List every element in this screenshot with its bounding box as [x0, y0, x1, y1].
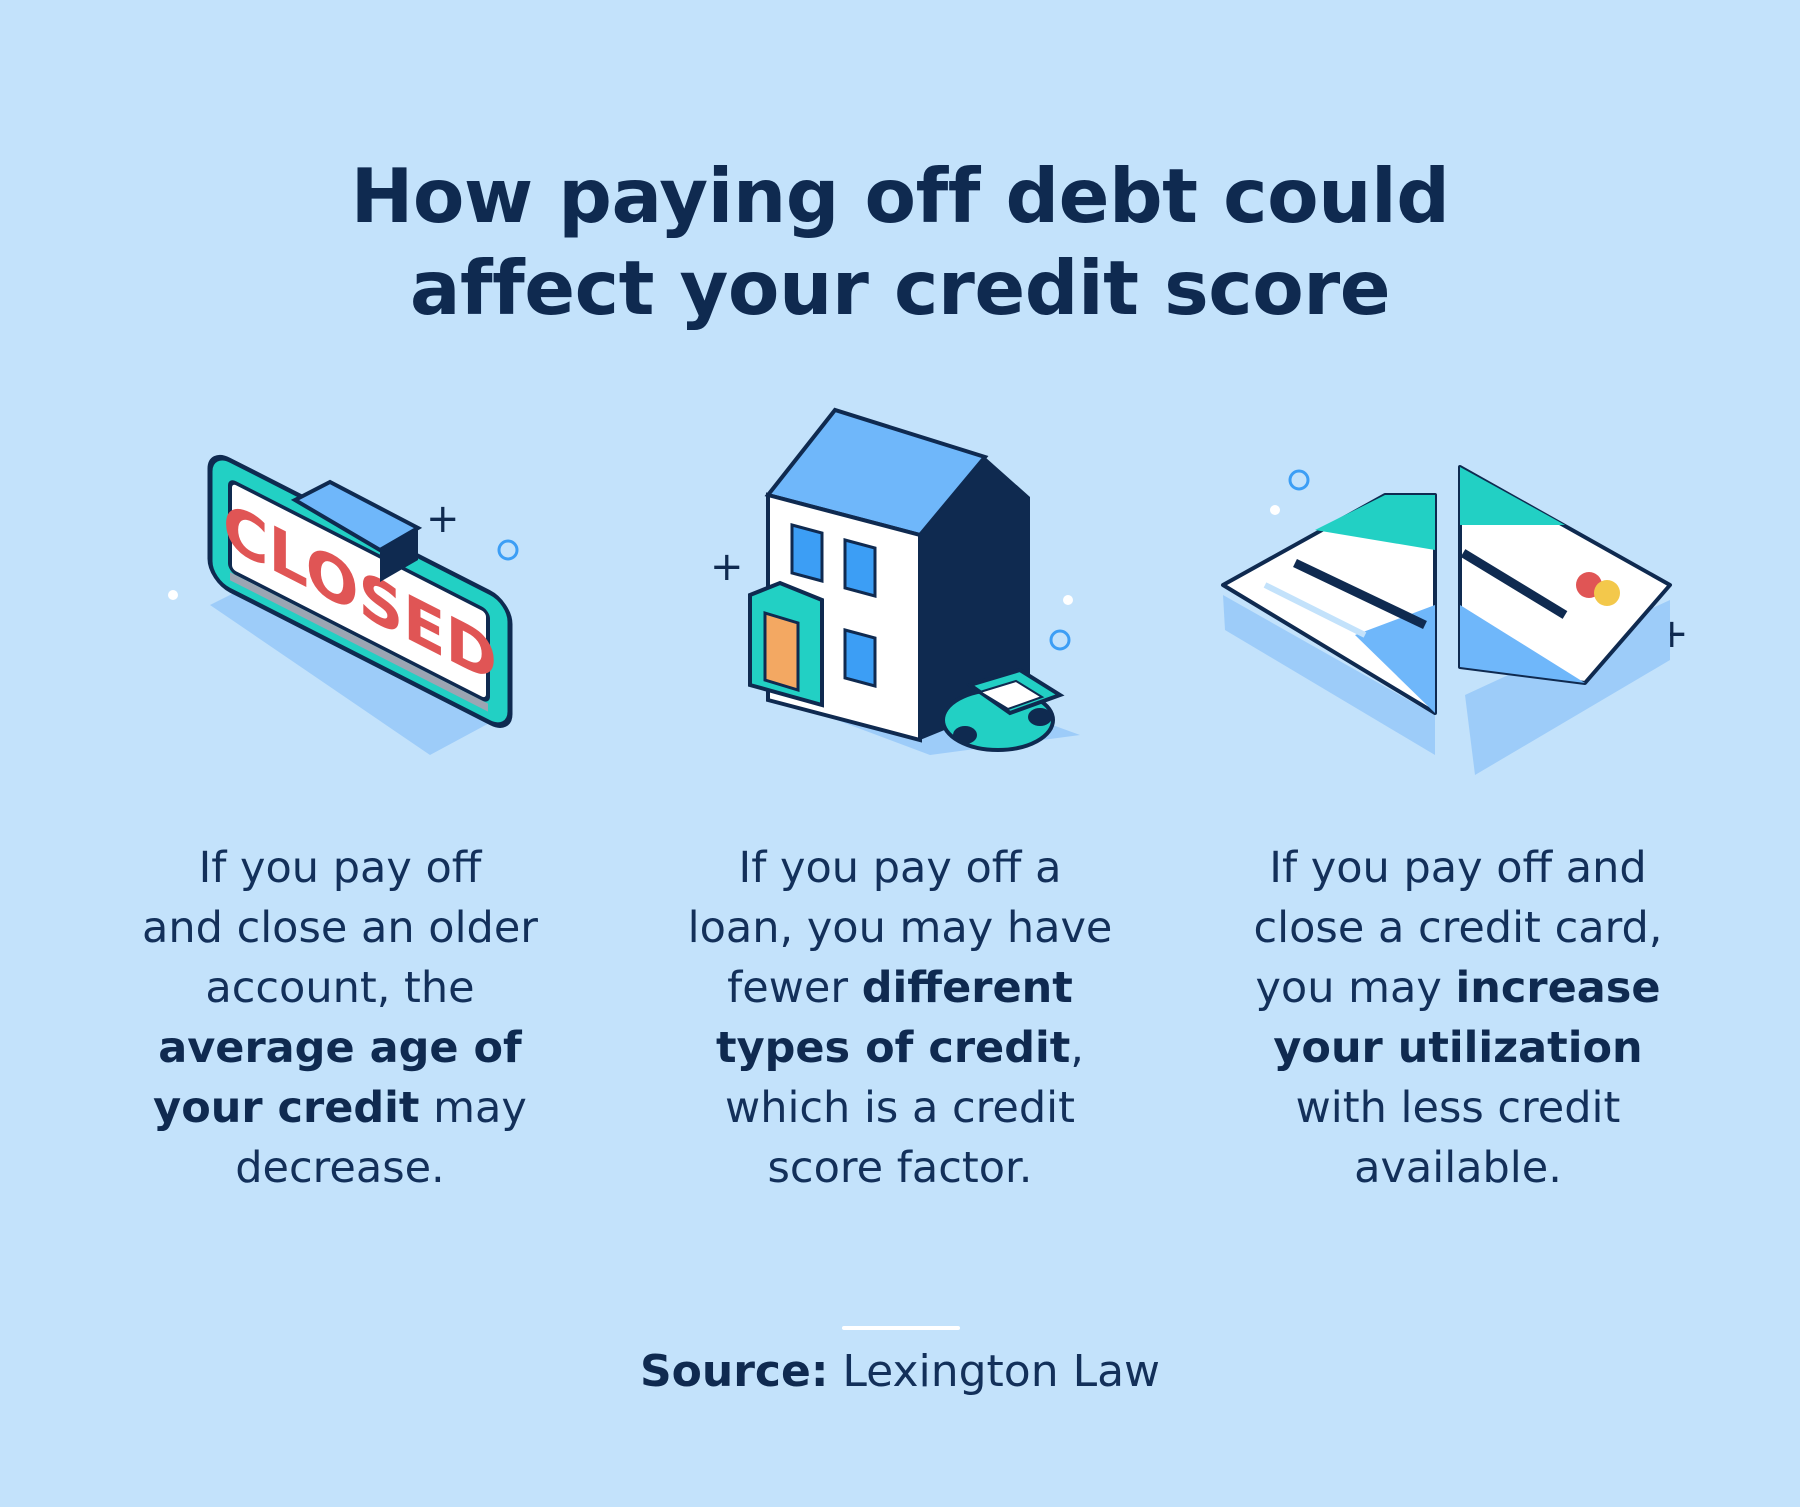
- closed-sign-icon: + CLOSED: [168, 454, 519, 755]
- body-text: If you pay off: [198, 843, 482, 893]
- page-title: How paying off debt could affect your cr…: [0, 150, 1800, 334]
- source-label: Source:: [639, 1346, 829, 1397]
- cut-credit-card-icon: +: [1221, 465, 1689, 775]
- column-line: types of credit,: [670, 1018, 1130, 1078]
- source-line: Source: Lexington Law: [0, 1342, 1800, 1402]
- body-text: If you pay off a: [738, 843, 1062, 893]
- column-line: decrease.: [110, 1138, 570, 1198]
- emphasis-text: increase: [1455, 963, 1661, 1013]
- title-line-1: How paying off debt could: [350, 152, 1450, 240]
- column-line: If you pay off and: [1228, 838, 1688, 898]
- body-text: If you pay off and: [1269, 843, 1647, 893]
- title-line-2: affect your credit score: [409, 244, 1391, 332]
- body-text: loan, you may have: [687, 903, 1113, 953]
- svg-text:+: +: [426, 496, 460, 542]
- emphasis-text: different: [861, 963, 1073, 1013]
- column-line: If you pay off a: [670, 838, 1130, 898]
- emphasis-text: your utilization: [1273, 1023, 1643, 1073]
- column-line: fewer different: [670, 958, 1130, 1018]
- column-line: score factor.: [670, 1138, 1130, 1198]
- body-text: you may: [1255, 963, 1456, 1013]
- body-text: with less credit: [1295, 1083, 1621, 1133]
- body-text: which is a credit: [725, 1083, 1075, 1133]
- body-text: ,: [1070, 1023, 1084, 1073]
- emphasis-text: types of credit: [716, 1023, 1071, 1073]
- house-and-car-icon: +: [710, 407, 1080, 755]
- column-line: and close an older: [110, 898, 570, 958]
- column-line: your utilization: [1228, 1018, 1688, 1078]
- body-text: account, the: [205, 963, 475, 1013]
- body-text: fewer: [727, 963, 862, 1013]
- body-text: close a credit card,: [1253, 903, 1663, 953]
- column-older-account: If you pay off and close an older account,…: [110, 838, 570, 1198]
- column-line: close a credit card,: [1228, 898, 1688, 958]
- column-line: loan, you may have: [670, 898, 1130, 958]
- emphasis-text: your credit: [153, 1083, 420, 1133]
- body-text: decrease.: [235, 1143, 445, 1193]
- column-line: with less credit: [1228, 1078, 1688, 1138]
- column-line: If you pay off: [110, 838, 570, 898]
- column-line: your credit may: [110, 1078, 570, 1138]
- body-text: available.: [1354, 1143, 1562, 1193]
- svg-text:+: +: [710, 544, 744, 590]
- column-line: you may increase: [1228, 958, 1688, 1018]
- body-text: score factor.: [767, 1143, 1033, 1193]
- source-value: Lexington Law: [828, 1346, 1161, 1397]
- source-divider: [842, 1326, 960, 1330]
- emphasis-text: average age of: [158, 1023, 522, 1073]
- column-line: available.: [1228, 1138, 1688, 1198]
- column-line: which is a credit: [670, 1078, 1130, 1138]
- column-line: account, the: [110, 958, 570, 1018]
- column-line: average age of: [110, 1018, 570, 1078]
- body-text: and close an older: [142, 903, 538, 953]
- body-text: may: [419, 1083, 527, 1133]
